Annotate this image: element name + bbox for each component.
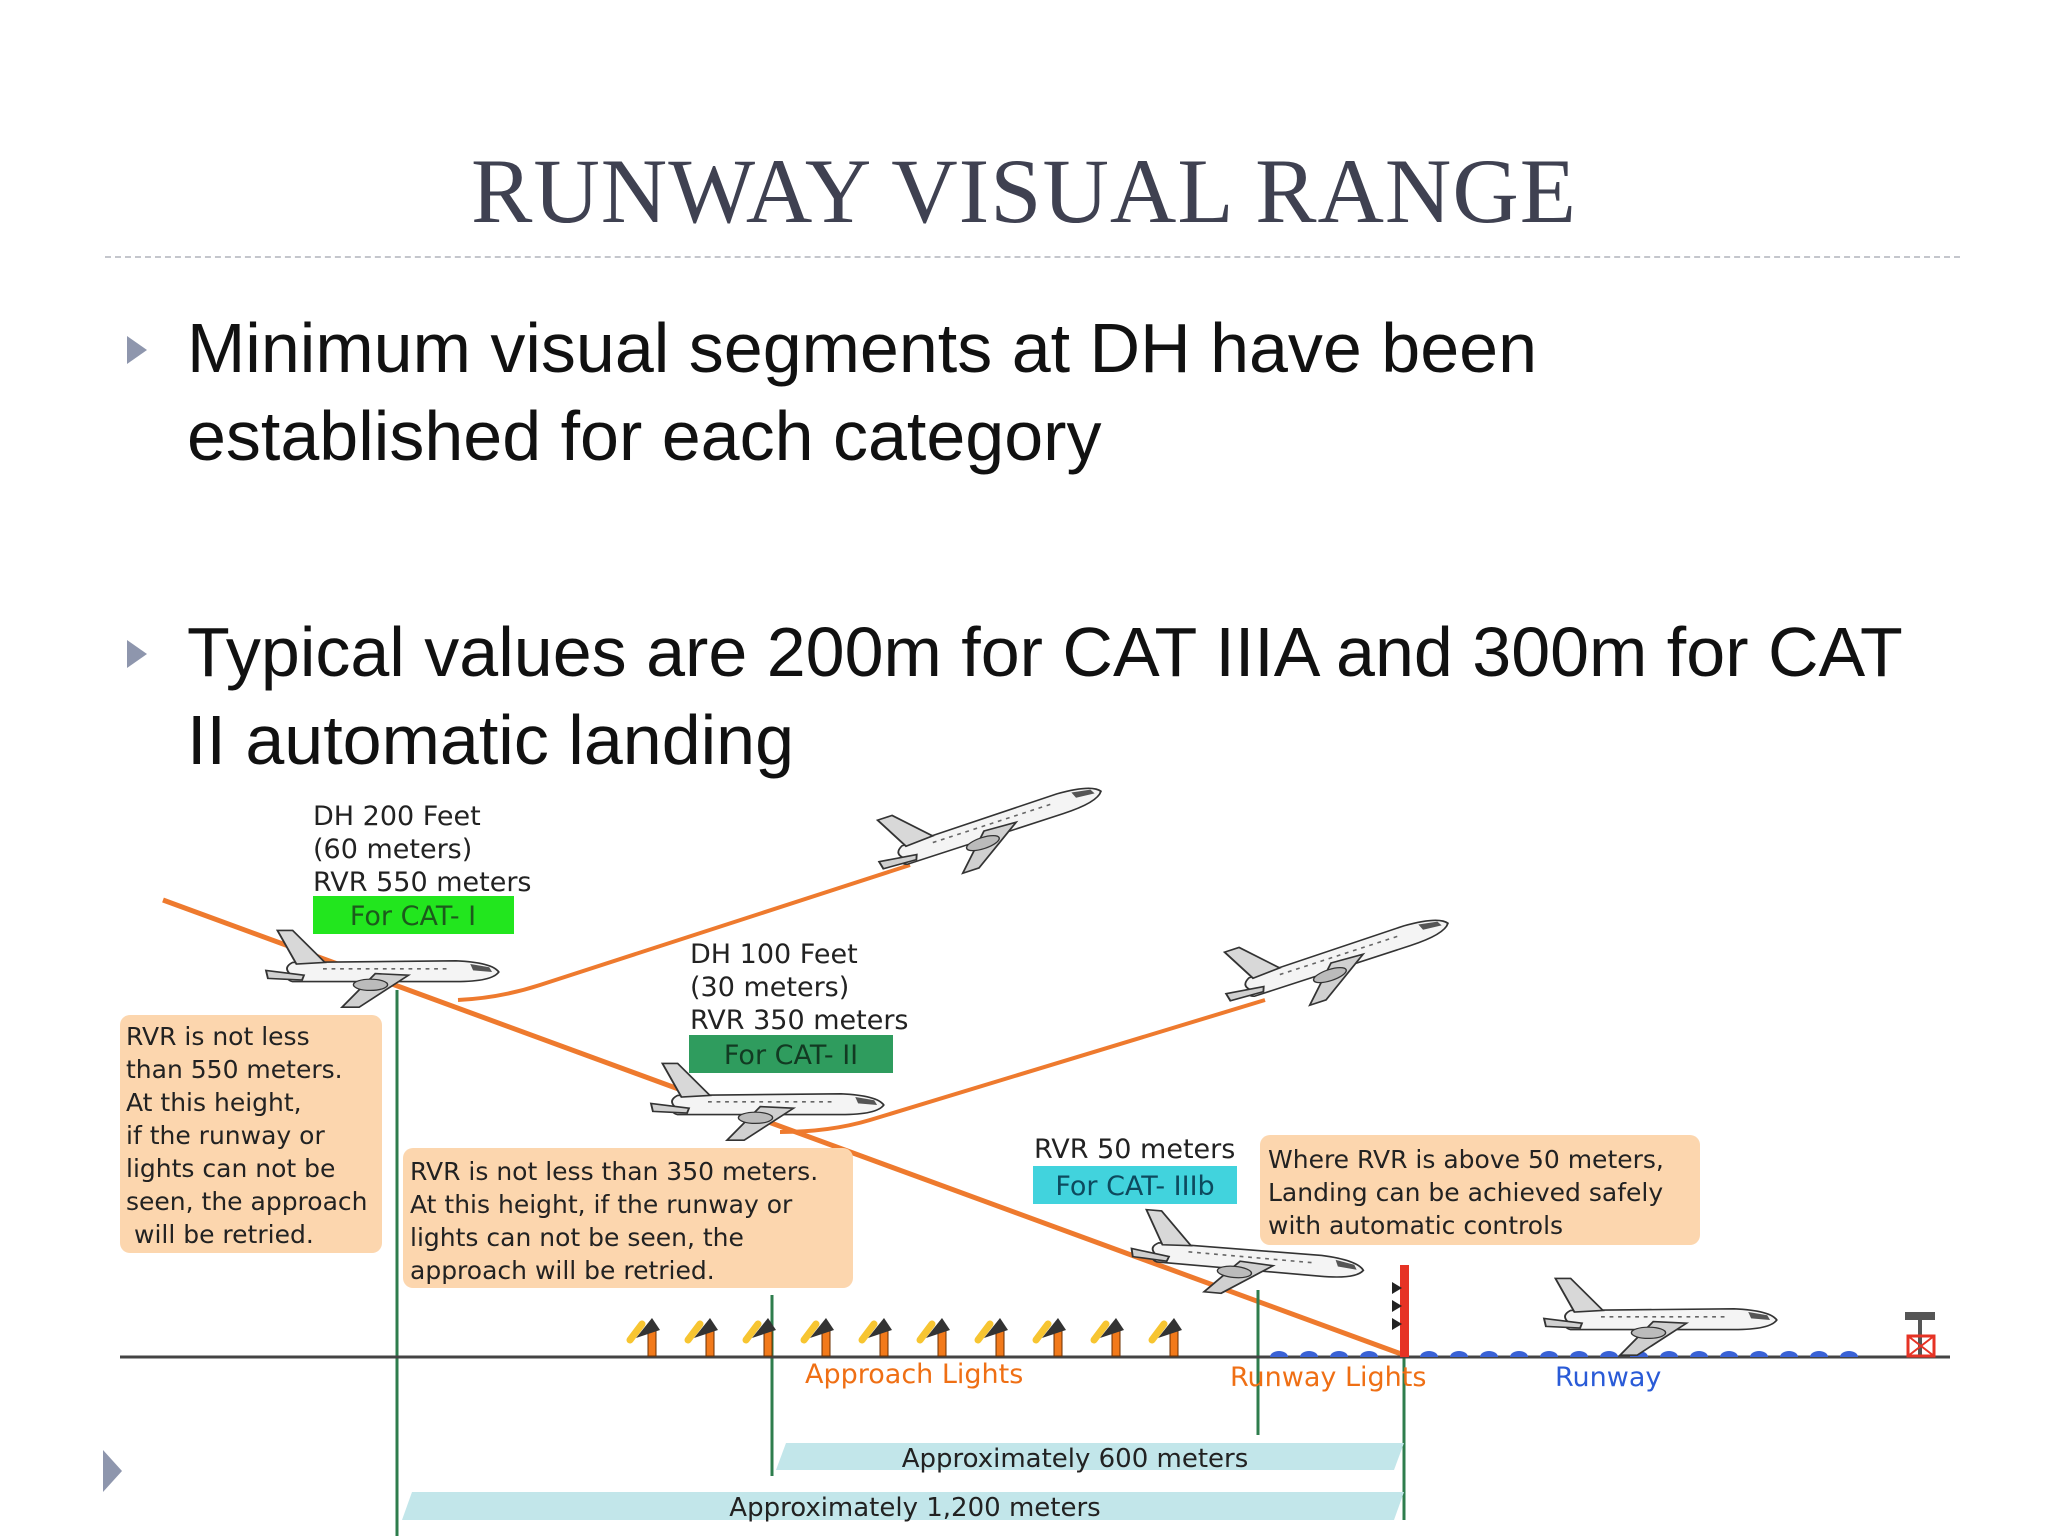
cat1-dh-line: RVR 550 meters (313, 867, 532, 898)
cat2-dh-line: DH 100 Feet (690, 939, 858, 970)
distance-1200-label: Approximately 1,200 meters (729, 1493, 1100, 1523)
bullet-arrow-icon (127, 640, 147, 668)
cat1-note-line: seen, the approach (126, 1187, 368, 1216)
cat1-badge (313, 896, 514, 934)
cat1-note-line: lights can not be (126, 1154, 335, 1183)
cat2-note-line: approach will be retried. (410, 1256, 715, 1285)
cat2-dh-line: RVR 350 meters (690, 1005, 909, 1036)
slide-title: RUNWAY VISUAL RANGE (470, 140, 1578, 242)
cat3b-note-line: with automatic controls (1268, 1211, 1563, 1240)
cat1-note-line: will be retried. (134, 1220, 314, 1249)
cat2-note-line: lights can not be seen, the (410, 1223, 744, 1252)
runway-lights (1270, 1351, 1858, 1357)
airplane-cat1-dh (265, 929, 500, 1009)
cat3b-badge-label: For CAT- IIIb (1055, 1171, 1214, 1202)
bullet-arrow-icon (127, 336, 147, 364)
cat1-note-box (120, 1015, 382, 1253)
cat2-badge (689, 1035, 893, 1073)
distance-bar-600 (776, 1443, 1404, 1470)
cat1-dh-line: (60 meters) (313, 834, 472, 865)
airplane-landed (1543, 1277, 1778, 1357)
approach-lights-label: Approach Lights (805, 1359, 1023, 1390)
airplane-cat1-go-around (865, 750, 1113, 898)
cat3b-note-box (1260, 1135, 1700, 1245)
bullet-text: Minimum visual segments at DH have been … (187, 309, 1538, 475)
cat2-note-box (403, 1148, 853, 1288)
cat2-note-line: At this height, if the runway or (410, 1190, 793, 1219)
threshold-light-mast (1392, 1265, 1409, 1357)
distance-600-label: Approximately 600 meters (902, 1444, 1249, 1474)
cat2-missed-approach-path (779, 998, 1266, 1134)
cat1-missed-approach-path (457, 863, 911, 1002)
footer-arrow-icon (103, 1450, 122, 1492)
airplane-cat2-go-around (1212, 882, 1460, 1030)
airplane-cat2-dh (650, 1062, 885, 1142)
localizer-antenna (1905, 1312, 1936, 1358)
cat2-dh-line: (30 meters) (690, 972, 849, 1003)
cat3b-note-line: Landing can be achieved safely (1268, 1178, 1663, 1207)
cat3b-badge (1033, 1166, 1237, 1204)
cat1-note-line: if the runway or (126, 1121, 325, 1150)
runway-lights-label: Runway Lights (1230, 1362, 1426, 1393)
runway-label: Runway (1555, 1362, 1661, 1393)
cat2-note-line: RVR is not less than 350 meters. (410, 1157, 818, 1186)
cat1-dh-line: DH 200 Feet (313, 801, 481, 832)
cat1-badge-label: For CAT- I (350, 901, 476, 932)
cat1-note-line: At this height, (126, 1088, 302, 1117)
cat3b-note-line: Where RVR is above 50 meters, (1268, 1145, 1664, 1174)
cat2-badge-label: For CAT- II (724, 1040, 858, 1071)
cat3b-rvr-label: RVR 50 meters (1034, 1134, 1235, 1165)
distance-bar-1200 (402, 1492, 1404, 1520)
cat1-note-line: RVR is not less (126, 1022, 310, 1051)
bullet-text: Typical values are 200m for CAT IIIA and… (187, 613, 1902, 779)
title-divider (105, 256, 1960, 258)
approach-lights (630, 1318, 1182, 1356)
cat1-note-line: than 550 meters. (126, 1055, 343, 1084)
